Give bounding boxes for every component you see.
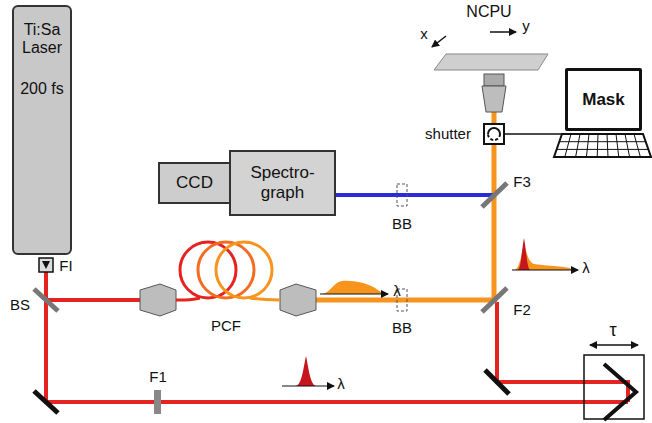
coupling-objective bbox=[140, 284, 176, 316]
laptop-screen: Mask bbox=[565, 68, 642, 131]
node-text: Spectro- graph bbox=[243, 163, 323, 202]
filter bbox=[154, 390, 161, 414]
sample-name: NCPU bbox=[466, 3, 511, 21]
retroreflector bbox=[604, 364, 636, 420]
part-label: F1 bbox=[149, 369, 167, 386]
mirror bbox=[34, 391, 58, 413]
part-label: BB bbox=[392, 320, 412, 337]
node-text: 200 fs bbox=[20, 80, 64, 98]
keyboard-keys bbox=[557, 134, 649, 157]
axis-label: y bbox=[522, 18, 530, 35]
dichroic-mirror bbox=[482, 183, 507, 207]
fiber-coil bbox=[216, 242, 272, 298]
part-label: PCF bbox=[211, 318, 241, 335]
supercontinuum-beam bbox=[314, 298, 497, 303]
axis-label: λ bbox=[582, 260, 590, 277]
axis-label: x bbox=[420, 26, 428, 43]
control-wire bbox=[504, 133, 566, 135]
delayed-beam bbox=[497, 302, 628, 402]
part-label: BB bbox=[392, 216, 412, 233]
beam-splitter bbox=[34, 289, 58, 311]
part-label: BS bbox=[10, 297, 30, 314]
beam-block bbox=[397, 184, 407, 206]
delay-arrow bbox=[590, 344, 638, 346]
node-text: Ti:Sa Laser bbox=[17, 21, 67, 58]
x-axis-arrow bbox=[432, 36, 446, 47]
spectrum-icon bbox=[296, 356, 316, 386]
part-label: F3 bbox=[513, 174, 531, 191]
spectrum-icon bbox=[322, 281, 384, 294]
collimating-objective bbox=[280, 284, 316, 316]
spectrum-icon bbox=[518, 238, 530, 270]
faraday-isolator bbox=[39, 258, 53, 272]
part-label: shutter bbox=[425, 126, 471, 143]
y-axis-arrow bbox=[490, 31, 516, 33]
signal-beam bbox=[336, 193, 494, 197]
axis-label: λ bbox=[393, 283, 401, 300]
laptop-keyboard bbox=[554, 134, 651, 157]
sample-plate bbox=[434, 54, 548, 70]
mirror bbox=[485, 370, 509, 394]
part-label: F2 bbox=[513, 302, 531, 319]
microscope-objective bbox=[484, 74, 504, 86]
pump-beam bbox=[46, 272, 628, 402]
dichroic-mirror bbox=[482, 288, 507, 312]
spectrograph-box: Spectro- graph bbox=[229, 150, 336, 216]
ccd-box: CCD bbox=[158, 162, 231, 204]
fiber-branch-beam bbox=[46, 298, 142, 302]
part-label: FI bbox=[59, 258, 72, 275]
axis-label: λ bbox=[337, 376, 345, 393]
node-text: CCD bbox=[176, 173, 213, 193]
laser-box: Ti:Sa Laser 200 fs bbox=[12, 5, 72, 255]
shutter-symbol bbox=[484, 124, 504, 144]
node-text: Mask bbox=[582, 90, 625, 110]
delay-label: τ bbox=[609, 321, 616, 341]
delay-stage bbox=[584, 355, 644, 419]
